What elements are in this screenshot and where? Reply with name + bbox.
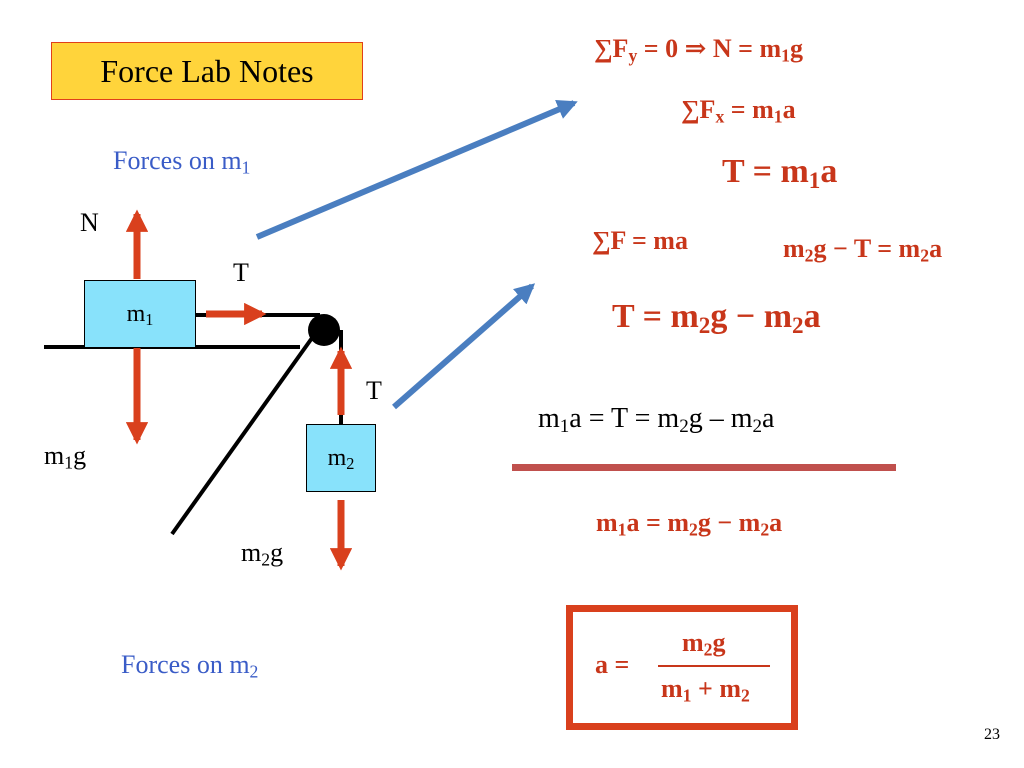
pointer-arrow-m2 [392, 283, 536, 410]
equation-t-equals-m2g-minus-m2a: T = m2g − m2a [612, 298, 821, 339]
tension-m1-label: T [233, 258, 249, 287]
weight-m2-label: m2g [241, 538, 284, 570]
equation-newton-second-law: ∑F = ma [592, 226, 688, 255]
equation-sum-fx: ∑Fx = m1a [681, 95, 796, 127]
pulley [308, 314, 340, 346]
slide-title-text: Force Lab Notes [100, 52, 314, 89]
result-numerator: m2g [682, 628, 726, 660]
page-number: 23 [984, 726, 1000, 743]
result-denominator: m1 + m2 [661, 674, 750, 706]
equation-combined: m1a = T = m2g – m2a [538, 403, 775, 437]
tension-m2-label: T [366, 376, 382, 405]
weight-m1-label: m1g [44, 441, 87, 473]
result-box: a = m2g m1 + m2 [566, 605, 798, 730]
block-m2-label: m2 [327, 444, 355, 473]
equation-m2-motion: m2g − T = m2a [783, 234, 943, 266]
equation-sum-fy: ∑Fy = 0 ⇒ N = m1g [594, 34, 803, 66]
fraction-bar [658, 665, 770, 667]
normal-force-label: N [80, 208, 99, 237]
block-m1-label: m1 [126, 300, 154, 329]
equation-reduced: m1a = m2g − m2a [596, 508, 783, 540]
slide-title: Force Lab Notes [51, 42, 363, 100]
forces-on-m2-label: Forces on m2 [121, 650, 259, 682]
result-lhs: a = [595, 650, 630, 679]
block-m2: m2 [306, 424, 376, 492]
equation-t-equals-m1a: T = m1a [722, 153, 838, 194]
divider-line [512, 464, 896, 471]
forces-on-m1-label: Forces on m1 [113, 146, 251, 178]
incline-edge [170, 336, 314, 536]
pointer-arrow-m1 [255, 99, 578, 240]
block-m1: m1 [84, 280, 196, 348]
